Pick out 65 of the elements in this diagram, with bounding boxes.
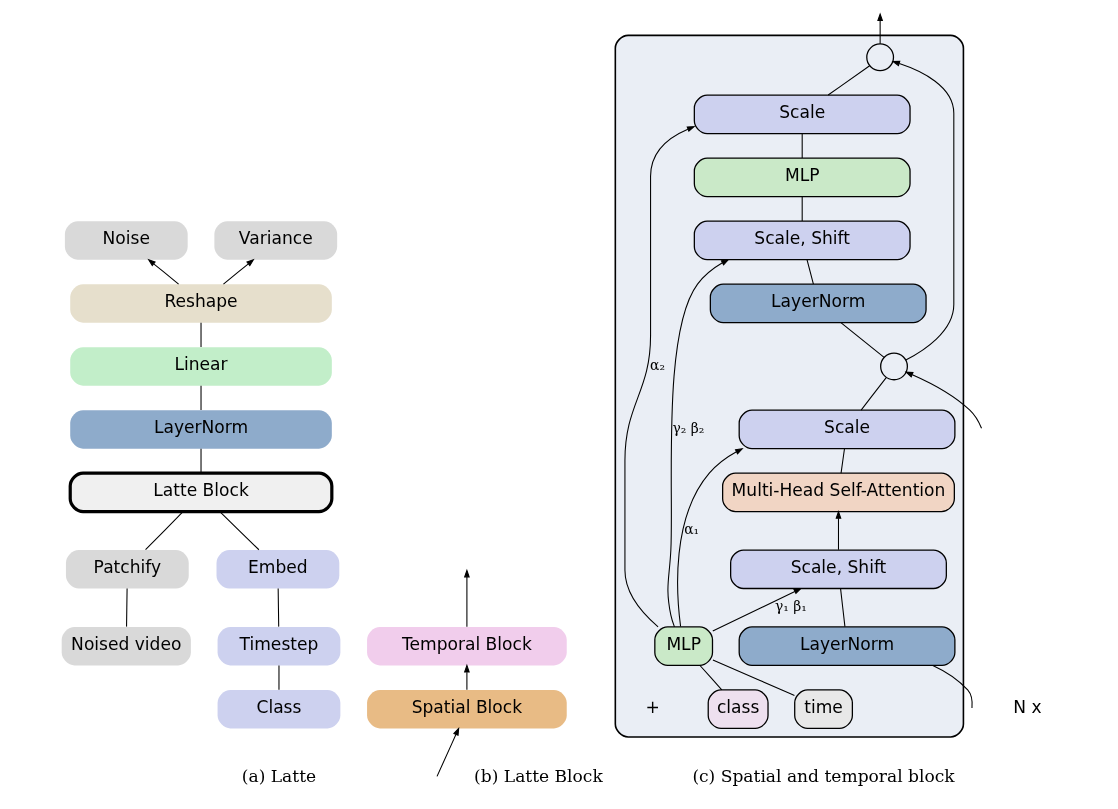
node-box: Latte Block — [68, 471, 334, 513]
arrow — [877, 11, 884, 44]
node-box: Class — [217, 689, 341, 728]
connector — [277, 587, 280, 627]
node-box: Temporal Block — [367, 626, 567, 665]
node-box: Reshape — [70, 283, 332, 323]
connector — [801, 132, 803, 159]
label: (a) Latte — [241, 765, 317, 786]
connector — [860, 376, 887, 411]
label: (b) Latte Block — [474, 765, 603, 786]
node-box: Noise — [64, 220, 188, 260]
node-box: Scale — [738, 409, 956, 449]
arrow — [463, 663, 470, 690]
edge-label: γ₂ β₂ — [672, 419, 705, 436]
node-box: Spatial Block — [367, 689, 567, 728]
node-box: Multi-Head Self-Attention — [722, 472, 955, 512]
label: + — [645, 696, 660, 717]
arrow — [835, 509, 842, 550]
connector — [699, 664, 723, 690]
connector — [219, 510, 260, 550]
connector — [827, 64, 871, 96]
node-box: MLP — [654, 625, 714, 666]
arrow — [667, 258, 730, 627]
connector — [932, 664, 973, 708]
connector — [801, 195, 803, 222]
arrow — [463, 568, 470, 627]
node-box: LayerNorm — [709, 283, 927, 323]
node-box: Scale — [693, 94, 911, 134]
arrow — [624, 125, 696, 627]
arrow — [222, 258, 255, 285]
node-box: LayerNorm — [738, 625, 956, 666]
connector — [840, 447, 845, 474]
arrow — [712, 587, 803, 632]
arrow — [891, 60, 955, 360]
node-box: Scale, Shift — [730, 548, 947, 589]
arrow — [677, 447, 744, 627]
label: N x — [1013, 696, 1042, 717]
cluster — [614, 34, 965, 738]
connector — [145, 510, 184, 550]
node-box: LayerNorm — [70, 409, 332, 449]
arrow — [436, 726, 460, 777]
connector — [200, 447, 202, 474]
node-box: Variance — [214, 220, 338, 260]
connector — [126, 587, 128, 627]
node-box: Scale, Shift — [693, 220, 911, 260]
arrow — [904, 371, 983, 429]
edge-label: α₁ — [684, 520, 700, 537]
label: (c) Spatial and temporal block — [692, 765, 955, 786]
arrow — [147, 258, 180, 285]
node-circle — [866, 42, 895, 71]
edge-label: α₂ — [650, 356, 665, 373]
node-box: Noised video — [61, 626, 191, 665]
node-box: Timestep — [217, 626, 341, 665]
edge-label: γ₁ β₁ — [775, 597, 807, 614]
node-box: MLP — [693, 157, 911, 197]
node-box: Linear — [70, 346, 332, 386]
connector — [840, 587, 846, 627]
connector — [806, 258, 814, 285]
node-box: time — [794, 688, 853, 729]
node-box: Embed — [216, 549, 340, 588]
node-circle — [880, 351, 908, 380]
connector — [840, 321, 885, 358]
node-box: Patchify — [65, 549, 189, 588]
node-box: class — [707, 688, 769, 729]
connector — [712, 658, 795, 696]
